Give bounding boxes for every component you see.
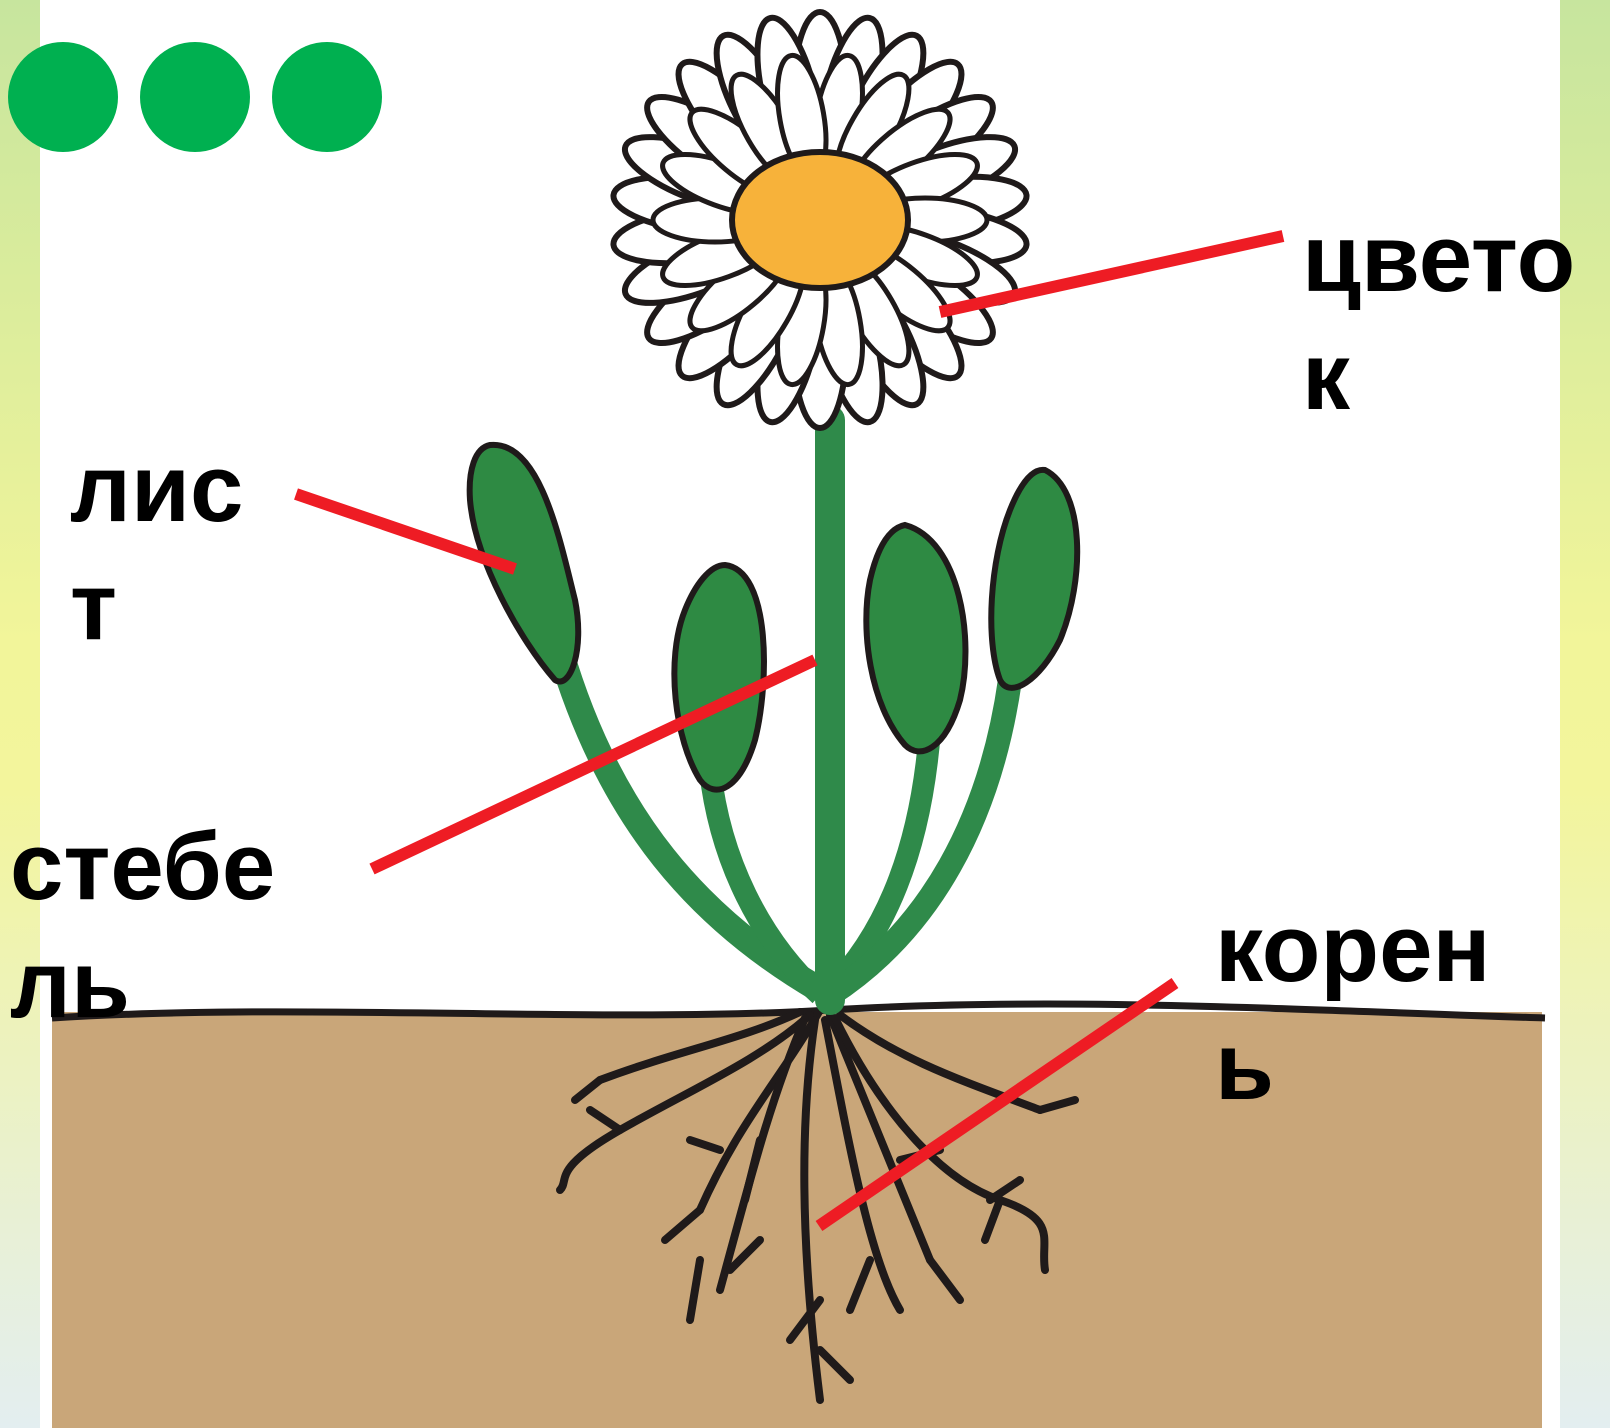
leaf: [674, 565, 764, 790]
leaf: [866, 525, 965, 751]
flower-label: цвето к: [1302, 200, 1575, 436]
leaves: [470, 445, 1078, 995]
stem-label: стебе ль: [10, 808, 275, 1044]
flower-center: [732, 152, 908, 288]
leaf-label: лис т: [70, 430, 243, 666]
root-label: корен ь: [1215, 890, 1490, 1126]
flower-head: [610, 12, 1029, 428]
leaf: [991, 470, 1077, 688]
